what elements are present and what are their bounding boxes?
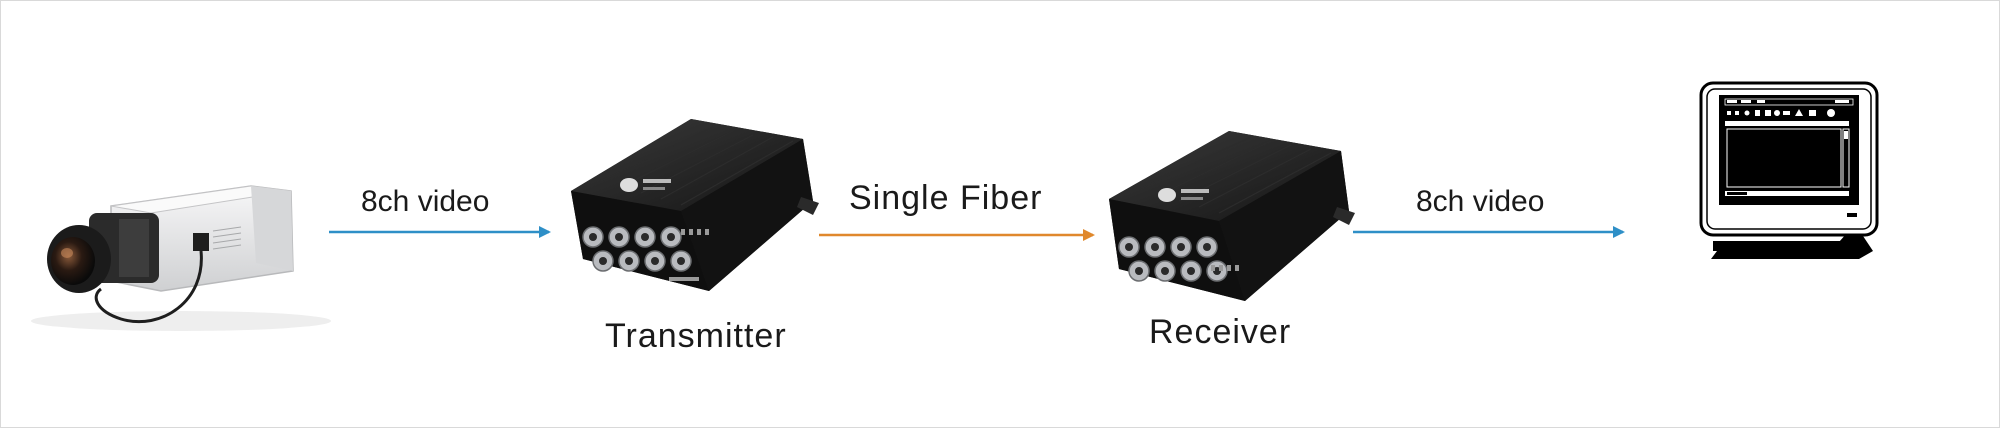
fiber-transmitter-icon — [571, 119, 819, 291]
receiver-label: Receiver — [1149, 313, 1292, 351]
monitor-icon — [1699, 81, 1879, 259]
fiber-receiver-icon — [1109, 131, 1355, 301]
video-in-label: 8ch video — [361, 185, 490, 218]
transmitter-label: Transmitter — [605, 317, 787, 355]
ip-camera-icon — [31, 185, 331, 331]
video-out-label: 8ch video — [1416, 185, 1545, 218]
fiber-link-label: Single Fiber — [849, 179, 1043, 217]
